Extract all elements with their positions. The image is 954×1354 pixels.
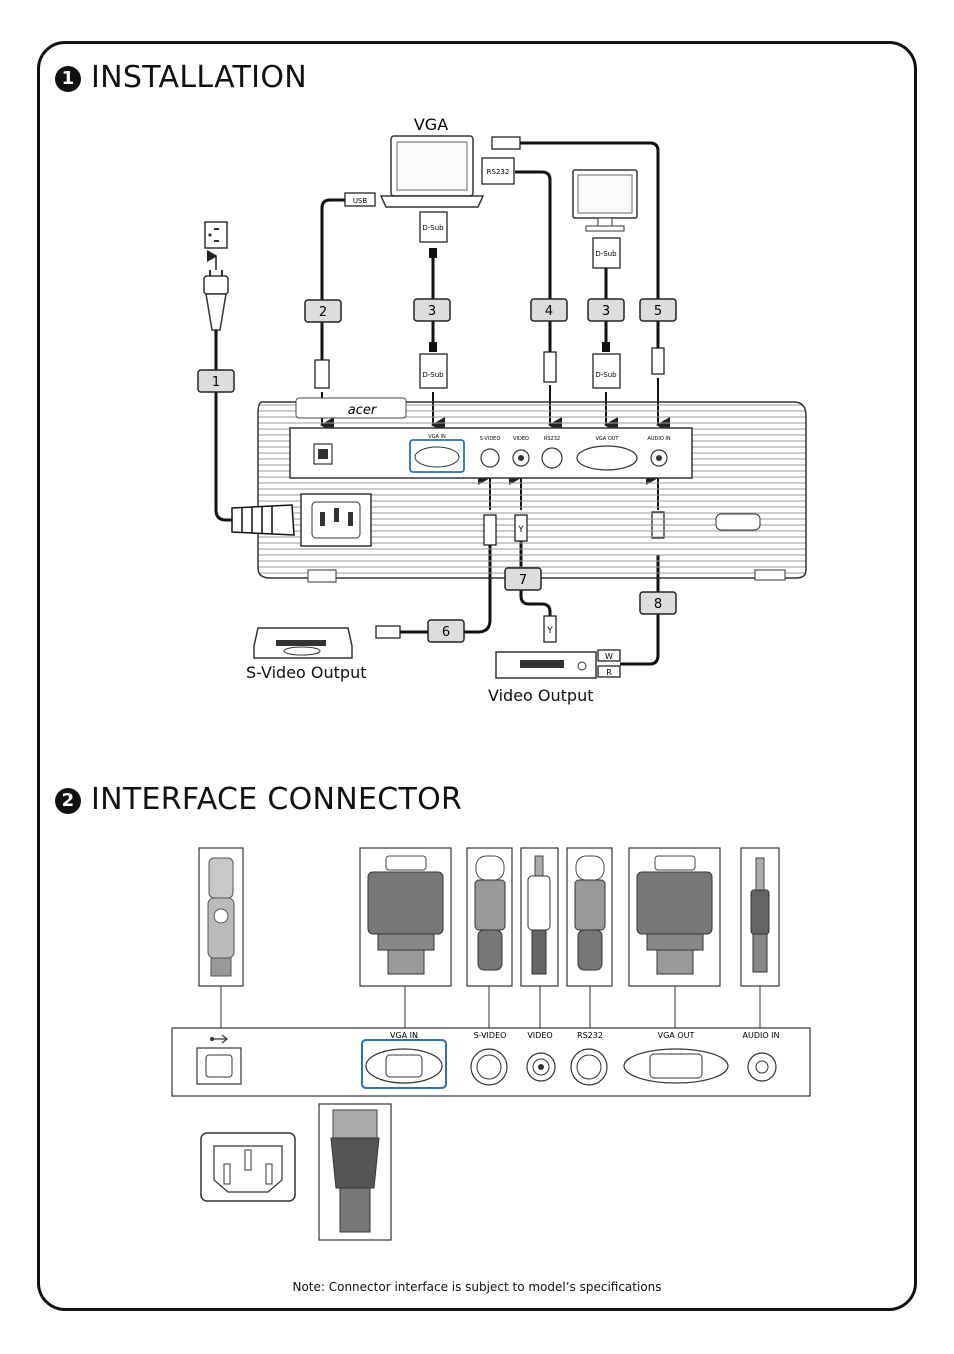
yellow-rca-plug: Y Y: [514, 514, 557, 643]
svideo-output-label: S-Video Output: [246, 663, 367, 682]
installation-heading: 1 INSTALLATION: [55, 60, 307, 95]
port-panel: [171, 1027, 811, 1097]
svg-text:Y: Y: [517, 525, 524, 535]
svg-text:3: 3: [602, 304, 610, 319]
svg-text:VIDEO: VIDEO: [513, 436, 529, 442]
brand-logo: acer: [348, 403, 378, 418]
dvd-player-icon: [253, 627, 353, 659]
dsub-plug-laptop: D-Sub: [419, 211, 448, 258]
svg-text:7: 7: [519, 573, 527, 588]
panel-svideo: S-VIDEO: [480, 436, 501, 468]
power-plug-icon: [203, 270, 229, 331]
svg-text:D-Sub: D-Sub: [595, 371, 617, 379]
svg-text:D-Sub: D-Sub: [422, 224, 444, 232]
port-label-s-video: S-VIDEO: [474, 1031, 507, 1040]
svg-text:VGA OUT: VGA OUT: [596, 436, 620, 442]
rs232-plug: RS232: [481, 157, 557, 383]
section-number-badge: 2: [55, 788, 81, 814]
cable-number-2: 2: [304, 299, 342, 323]
svg-text:Y: Y: [546, 626, 553, 636]
port-label-video: VIDEO: [527, 1031, 552, 1040]
usb-icon: [210, 1034, 228, 1044]
interface-title: INTERFACE CONNECTOR: [91, 782, 463, 817]
svg-text:6: 6: [442, 625, 450, 640]
svg-text:R: R: [606, 668, 612, 677]
svg-text:USB: USB: [353, 197, 368, 205]
vcr-icon: [495, 651, 597, 679]
svg-text:2: 2: [319, 305, 327, 320]
panel-rs232: RS232: [541, 436, 563, 469]
projector-body: acer: [257, 397, 807, 583]
svg-text:W: W: [605, 652, 613, 661]
svg-text:RS232: RS232: [544, 436, 560, 442]
section-number-badge: 1: [55, 66, 81, 92]
port-labels: VGA IN S-VIDEO VIDEO RS232 VGA OUT AUDIO…: [390, 1031, 780, 1040]
port-label-vga-in: VGA IN: [390, 1031, 418, 1040]
laptop-icon: [379, 135, 485, 208]
vga-in-connector-picture: [359, 847, 452, 987]
page-frame: [37, 41, 917, 1311]
vga-label: VGA: [414, 115, 448, 134]
port-label-audio-in: AUDIO IN: [742, 1031, 779, 1040]
svg-text:D-Sub: D-Sub: [422, 371, 444, 379]
audio-in-connector-picture: [740, 847, 780, 987]
svg-text:AUDIO IN: AUDIO IN: [647, 436, 670, 442]
cable-number-boxes: 1 2 3 4 3 5 6 7: [197, 298, 677, 643]
cable-number-7: 7: [504, 567, 542, 591]
svg-text:RS232: RS232: [487, 168, 510, 176]
svg-text:VGA IN: VGA IN: [428, 434, 446, 440]
audio-rca-plugs: W R: [597, 649, 621, 678]
usb-cable-plug: USB: [314, 192, 376, 389]
dsub-plug-projector: D-Sub: [419, 342, 448, 389]
svg-text:4: 4: [545, 304, 553, 319]
panel-vga-in: VGA IN: [409, 434, 465, 473]
cable-number-5: 5: [639, 298, 677, 322]
cable-number-6: 6: [427, 619, 465, 643]
svideo-plug: [375, 514, 497, 639]
installation-title: INSTALLATION: [91, 60, 307, 95]
footnote: Note: Connector interface is subject to …: [292, 1280, 662, 1294]
power-socket-picture: [200, 1132, 296, 1202]
panel-video: VIDEO: [512, 436, 530, 467]
cable-number-8: 8: [639, 591, 677, 615]
panel-usb-port: [313, 443, 333, 465]
cable-number-3a: 3: [413, 298, 451, 322]
svg-text:3: 3: [428, 304, 436, 319]
monitor-icon: [572, 169, 638, 232]
cable-number-1: 1: [197, 369, 235, 393]
svideo-connector-picture: [466, 847, 513, 987]
panel-vga-out: VGA OUT: [576, 436, 638, 471]
svg-text:D-Sub: D-Sub: [595, 250, 617, 258]
svg-text:1: 1: [212, 375, 220, 390]
svg-text:S-VIDEO: S-VIDEO: [480, 436, 501, 442]
power-cord-icon: [231, 504, 295, 536]
usb-connector-picture: [198, 847, 244, 987]
svg-text:5: 5: [654, 304, 662, 319]
video-output-label: Video Output: [488, 686, 594, 705]
rs232-connector-picture: [566, 847, 613, 987]
power-outlet-icon: [204, 221, 228, 249]
connector-pictures: [198, 847, 780, 987]
dsub-plug-monitor: D-Sub D-Sub: [592, 237, 621, 389]
port-label-rs232: RS232: [577, 1031, 603, 1040]
vga-out-connector-picture: [628, 847, 721, 987]
video-connector-picture: [520, 847, 559, 987]
panel-audio-in: AUDIO IN: [647, 436, 671, 467]
svg-text:8: 8: [654, 597, 662, 612]
cable-number-4: 4: [530, 298, 568, 322]
cable-number-3b: 3: [587, 298, 625, 322]
power-cord-plug-picture: [318, 1103, 392, 1241]
port-label-vga-out: VGA OUT: [658, 1031, 695, 1040]
interface-heading: 2 INTERFACE CONNECTOR: [55, 782, 462, 817]
